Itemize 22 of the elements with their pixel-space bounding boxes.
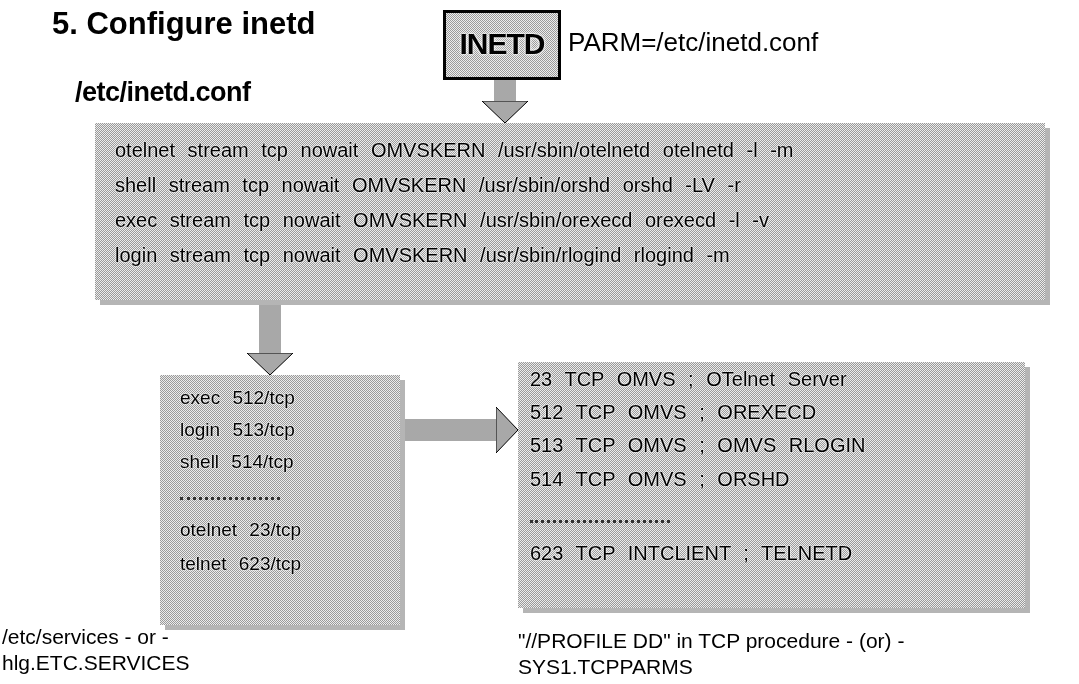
listing-line: 514 TCP OMVS ; ORSHD [530, 468, 790, 491]
listing-line: otelnet stream tcp nowait OMVSKERN /usr/sbin/otelnetd otelnetd -l -m [115, 139, 794, 162]
listing-line: 623 TCP INTCLIENT ; TELNETD [530, 542, 853, 565]
node-label: "//PROFILE DD" in TCP procedure - (or) - SYS1.TCPPARMS [518, 628, 906, 681]
listing-line: otelnet 23/tcp [180, 519, 302, 541]
listing-line: 512 TCP OMVS ; OREXECD [530, 401, 817, 424]
program-box [443, 10, 561, 80]
title: 5. Configure inetd [52, 6, 316, 42]
node-label: /etc/services - or - hlg.ETC.SERVICES [2, 624, 191, 677]
listing-line: shell 514/tcp [180, 451, 294, 473]
file-heading: /etc/inetd.conf [75, 77, 251, 108]
listing-line: telnet 623/tcp [180, 553, 302, 575]
listing-line: 513 TCP OMVS ; OMVS RLOGIN [530, 434, 866, 457]
listing-line: exec stream tcp nowait OMVSKERN /usr/sbin/orexecd orexecd -l -v [115, 209, 769, 232]
listing-line: login 513/tcp [180, 419, 295, 441]
listing-line: exec 512/tcp [180, 387, 295, 409]
listing-line: login stream tcp nowait OMVSKERN /usr/sbin/rlogind rlogind -m [115, 244, 730, 267]
node-label: PARM=/etc/inetd.conf [568, 26, 820, 59]
program-name: INETD [458, 27, 546, 61]
block-arrow [481, 80, 529, 124]
listing-line: 23 TCP OMVS ; OTelnet Server [530, 368, 847, 391]
listing-line: shell stream tcp nowait OMVSKERN /usr/sbin/orshd orshd -LV -r [115, 174, 741, 197]
